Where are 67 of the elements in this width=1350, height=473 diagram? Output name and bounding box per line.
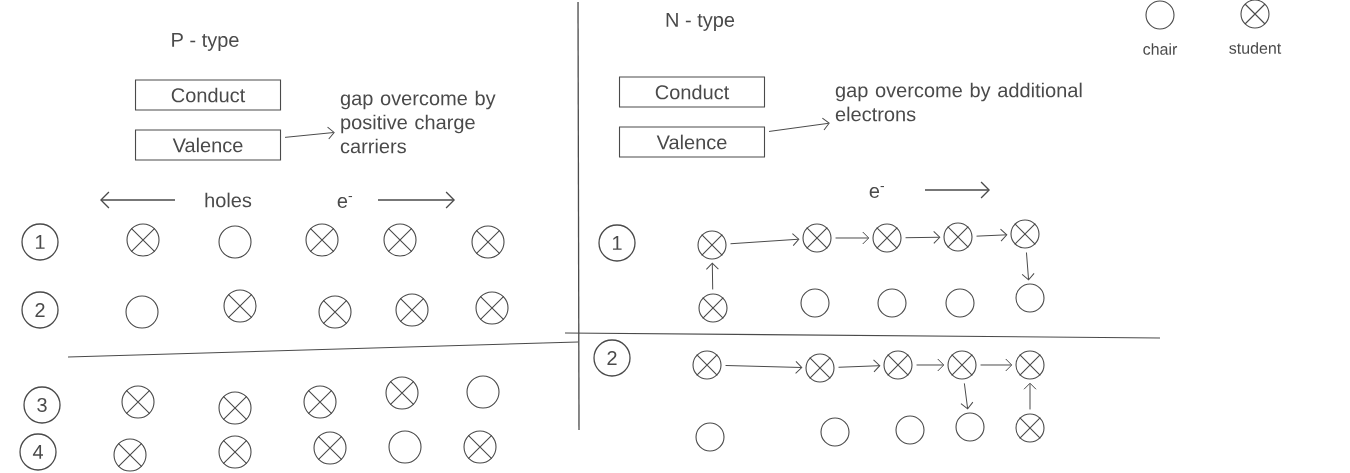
arrow-label: e$^{-}$ [337,196,353,208]
chair-symbol [1015,283,1045,313]
student-symbol [223,289,257,323]
arrow [725,360,803,374]
student-symbol [872,223,902,253]
arrow [916,358,945,372]
chair-symbol [955,412,985,442]
arrow [976,228,1008,242]
student-symbol [395,293,429,327]
student-symbol [802,223,832,253]
arrow [705,262,719,290]
band-box: Conduct [618,76,766,108]
arrow [730,233,800,247]
student-symbol [218,435,252,469]
legend-text: chair [1143,43,1178,55]
student-symbol [805,353,835,383]
arrow [960,382,974,410]
chair-symbol [877,288,907,318]
student-symbol [947,350,977,380]
student-symbol [121,385,155,419]
arrow [768,117,830,132]
student-symbol [218,391,252,425]
student-symbol [692,350,722,380]
chair-symbol [945,288,975,318]
arrow [835,231,870,245]
band-box: Conduct [134,79,282,111]
arrow [1023,382,1037,410]
band-box: Valence [134,129,282,161]
student-symbol [1010,219,1040,249]
student-symbol [463,430,497,464]
student-symbol [303,385,337,419]
student-symbol [475,291,509,325]
student-symbol [1015,413,1045,443]
student-symbol [471,225,505,259]
chair-symbol [800,288,830,318]
student-symbol [318,295,352,329]
student-symbol [305,223,339,257]
chair-symbol [895,415,925,445]
band-box: Valence [618,126,766,158]
note-text: gap overcome by additional electrons [835,82,1082,122]
student-symbol [1015,350,1045,380]
chair-symbol [388,430,422,464]
arrow [284,126,335,140]
chair-symbol [820,417,850,447]
chair-symbol [466,375,500,409]
arrow [1021,252,1035,281]
student-symbol [698,293,728,323]
type-heading: P - type [172,33,239,51]
arrow-label: e$^{-}$ [869,186,885,198]
legend-text: student [1229,42,1282,54]
type-heading: N - type [666,13,735,31]
arrow [838,359,881,373]
student-symbol [383,223,417,257]
student-symbol [113,438,147,472]
student-symbol [313,431,347,465]
student-symbol [697,230,727,260]
arrow-label: holes [205,192,252,208]
arrow [905,230,941,244]
student-symbol [883,350,913,380]
student-symbol [943,222,973,252]
student-symbol [126,223,160,257]
note-text: gap overcome by positive charge carriers [340,90,496,154]
chair-symbol [695,422,725,452]
chair-symbol [125,295,159,329]
arrow [980,358,1013,372]
chair-symbol [218,225,252,259]
student-symbol [385,376,419,410]
